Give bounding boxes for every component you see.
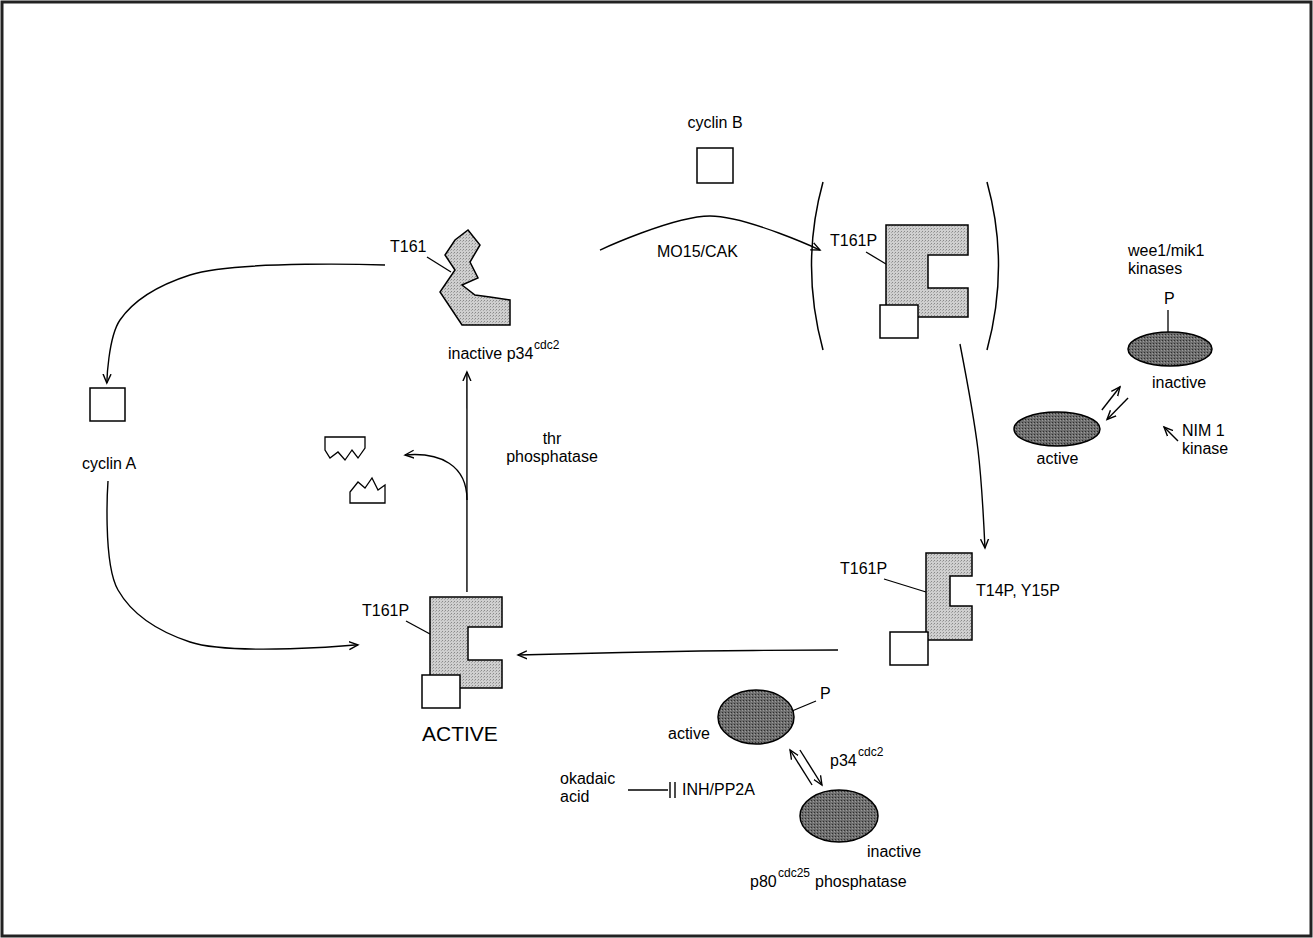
shape-part	[890, 632, 928, 665]
leader-line	[406, 621, 430, 634]
leader-line	[792, 701, 816, 711]
inhibition-bar	[669, 782, 670, 798]
node-text: P	[1164, 290, 1175, 308]
leader-line	[866, 252, 886, 264]
leader-line	[1167, 310, 1168, 333]
cyclin-fragment	[350, 478, 385, 503]
node-text: T161	[390, 238, 426, 256]
shape-part	[1128, 332, 1212, 366]
cdc2-cyclin-complex: T161P	[820, 222, 975, 344]
reaction-arrow	[466, 372, 467, 592]
cdc2-shape: T161 inactive p34cdc2	[385, 222, 600, 372]
shape-part	[880, 305, 918, 338]
cyclin-box: cyclin B	[670, 112, 762, 187]
shape-part	[800, 790, 878, 842]
reaction-arrow	[107, 264, 385, 383]
node-text: inactive	[1152, 374, 1206, 392]
kinase-oval: wee1/mik1 kinasesPinactive	[1120, 238, 1240, 398]
node-text: cyclin A	[82, 455, 136, 473]
cyclin-fragment	[325, 437, 365, 460]
leader-line	[884, 579, 926, 592]
reaction-arrow	[107, 481, 358, 649]
reaction-arrow	[960, 344, 985, 548]
edge-label: thr phosphatase	[500, 430, 604, 467]
regulator-name: INH/PP2A	[682, 781, 755, 799]
node-text: P	[820, 685, 831, 703]
node-text: cdc25	[778, 867, 810, 881]
shape-part	[926, 553, 972, 640]
leader-line	[427, 257, 451, 272]
shape-part	[718, 690, 794, 744]
node-text: cyclin B	[670, 114, 760, 132]
reaction-arrow	[1102, 387, 1120, 410]
node-text: phosphatase	[815, 873, 907, 891]
shape-part	[422, 675, 460, 708]
cyclin-box: cyclin A	[78, 383, 158, 481]
regulator-name: NIM 1 kinase	[1182, 422, 1240, 459]
reaction-arrow	[518, 650, 838, 655]
node-text: T161P	[830, 232, 877, 250]
cdc2-cyclin-complex: T161P T14P, Y15P	[838, 548, 1068, 673]
node-text: p80	[750, 873, 777, 891]
node-text: wee1/mik1 kinases	[1128, 242, 1218, 279]
node-text: inactive p34	[448, 345, 533, 363]
shape-part	[440, 230, 510, 325]
edge-label: MO15/CAK	[655, 243, 740, 261]
shape-part	[90, 388, 125, 421]
node-text: cdc2	[534, 339, 559, 353]
node-text: T161P	[840, 560, 887, 578]
regulator-name: p34	[830, 752, 857, 770]
bracket	[812, 182, 824, 350]
activation-arrow	[1164, 427, 1178, 441]
node-text: T161P	[362, 602, 409, 620]
node-text: ACTIVE	[422, 722, 498, 746]
cdc2-cyclin-complex: T161P ACTIVE	[358, 592, 518, 757]
phosphatase-oval: inactive p80cdc25 phosphatase	[745, 785, 970, 900]
node-text: inactive	[867, 843, 921, 861]
reaction-arrow	[1107, 398, 1128, 420]
node-text: active	[668, 725, 710, 743]
inhibitor-name: okadaic acid	[560, 770, 628, 807]
reaction-arrow	[790, 750, 812, 785]
reaction-arrow	[800, 750, 822, 785]
superscript: cdc2	[858, 746, 883, 760]
inhibition-bar	[674, 782, 675, 798]
node-text: T14P, Y15P	[976, 582, 1060, 600]
shape-outline	[1010, 410, 1105, 478]
shape-part	[886, 225, 968, 317]
degradation-arrow	[405, 455, 467, 500]
shape-part	[1014, 412, 1100, 446]
inhibition-line	[628, 789, 668, 790]
shape-part	[697, 148, 733, 183]
node-text: active	[1010, 450, 1105, 468]
phosphatase-oval: Pactive	[668, 685, 838, 750]
bracket	[987, 182, 999, 350]
kinase-oval: active	[1010, 410, 1107, 478]
